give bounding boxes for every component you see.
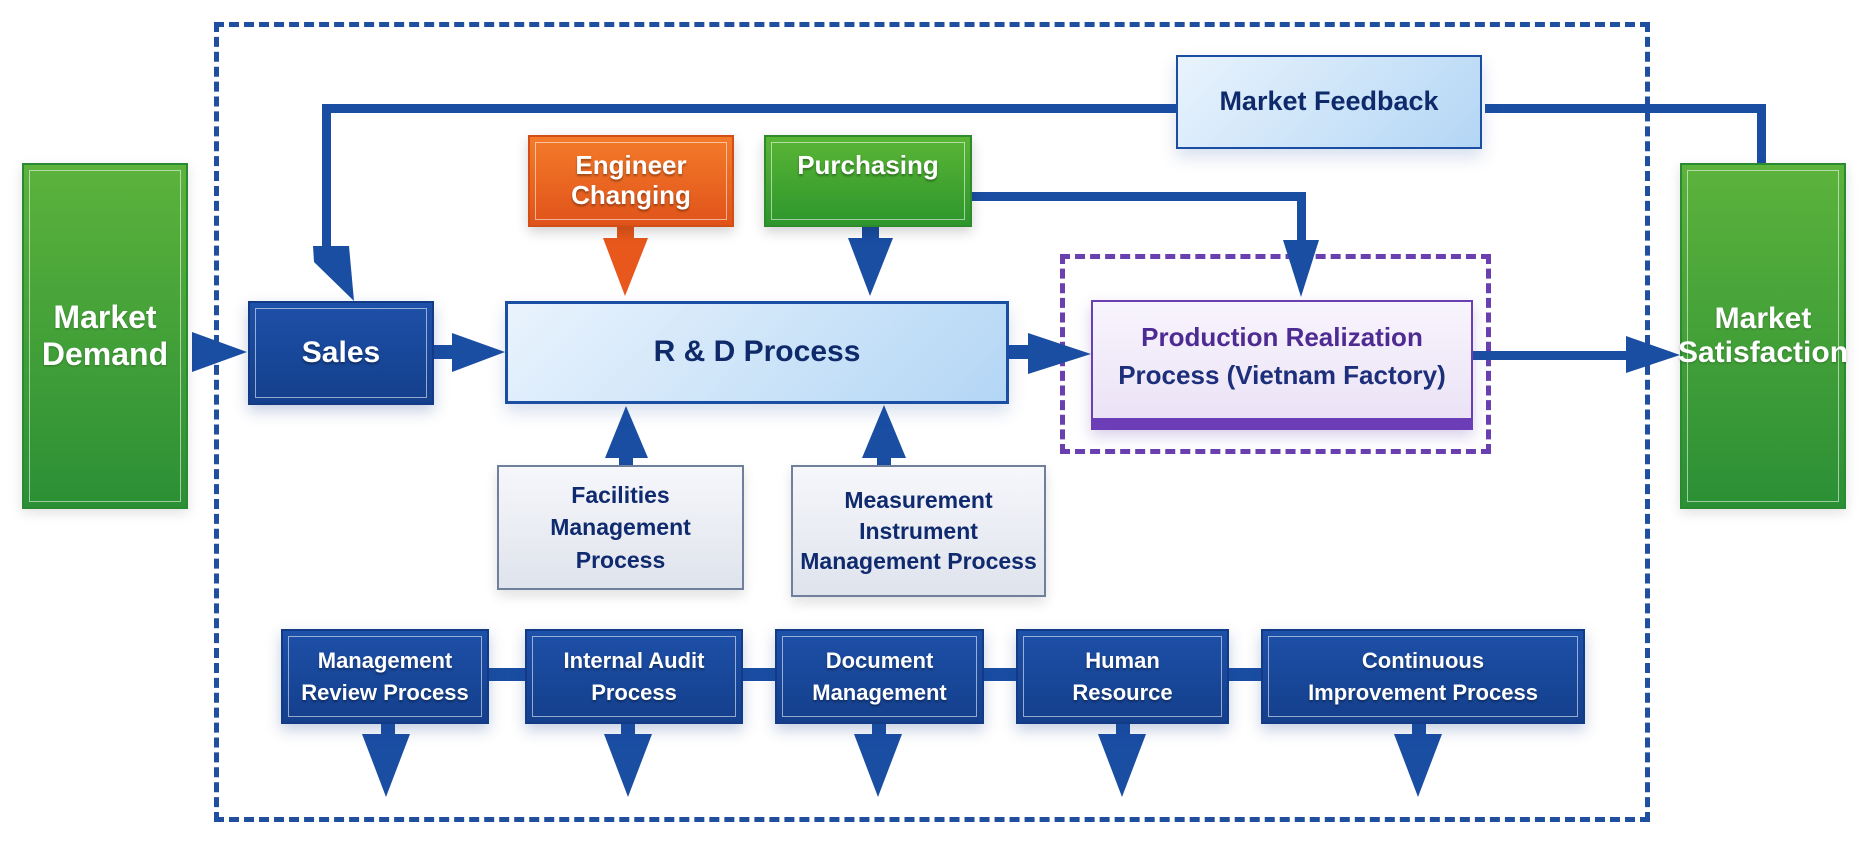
measurement-label-line3: Management Process [800, 548, 1037, 575]
support-process-label-line1: Document [825, 648, 934, 674]
support-process-management-review: Management Review Process [281, 629, 489, 724]
support-process-label-line2: Resource [1072, 679, 1173, 705]
support-process-label-line1: Continuous [1361, 648, 1485, 674]
support-process-label-line1: Management [317, 648, 453, 674]
measurement-label-line2: Instrument [859, 517, 978, 544]
support-process-label-line2: Management [812, 679, 947, 705]
measurement-label-line1: Measurement [844, 487, 993, 514]
support-process-label-line2: Improvement Process [1308, 679, 1538, 705]
organization-boundary [214, 22, 1650, 822]
market-demand-label-line2: Demand [41, 336, 169, 372]
production-realization-node: Production Realization Process (Vietnam … [1091, 300, 1473, 430]
support-process-label-line2: Review Process [301, 679, 469, 705]
support-process-human-resource: Human Resource [1016, 629, 1229, 724]
support-process-label-line1: Internal Audit [563, 648, 705, 674]
support-process-label-line1: Human [1085, 648, 1160, 674]
rd-process-label: R & D Process [653, 335, 861, 369]
market-satisfaction-label-line1: Market [1714, 301, 1812, 335]
engineer-changing-label-line2: Changing [571, 180, 691, 210]
measurement-instrument-node: Measurement Instrument Management Proces… [791, 465, 1046, 597]
market-demand-node: Market Demand [22, 163, 188, 509]
market-feedback-node: Market Feedback [1176, 55, 1482, 149]
purchasing-node: Purchasing [764, 135, 972, 227]
support-process-document-management: Document Management [775, 629, 984, 724]
market-satisfaction-label-line2: Satisfaction [1677, 336, 1849, 369]
market-demand-label-line1: Market [53, 299, 157, 336]
support-process-internal-audit: Internal Audit Process [525, 629, 743, 724]
support-process-label-line2: Process [591, 679, 677, 705]
purchasing-label: Purchasing [797, 150, 939, 180]
production-label-line1: Production Realization [1141, 322, 1423, 353]
sales-label: Sales [301, 335, 381, 369]
arrow-satisfaction-up-line [1757, 104, 1766, 164]
facilities-label-line1: Facilities [571, 481, 670, 508]
support-process-continuous-improvement: Continuous Improvement Process [1261, 629, 1585, 724]
sales-node: Sales [248, 301, 434, 405]
production-label-line2: Process (Vietnam Factory) [1118, 360, 1446, 390]
facilities-label-line3: Process [575, 546, 666, 573]
engineer-changing-node: Engineer Changing [528, 135, 734, 227]
market-feedback-label: Market Feedback [1219, 86, 1439, 117]
engineer-changing-label-line1: Engineer [575, 150, 687, 181]
rd-process-node: R & D Process [505, 301, 1009, 404]
facilities-label-line2: Management [550, 514, 691, 541]
market-satisfaction-node: Market Satisfaction [1677, 163, 1849, 509]
facilities-management-node: Facilities Management Process [497, 465, 744, 590]
